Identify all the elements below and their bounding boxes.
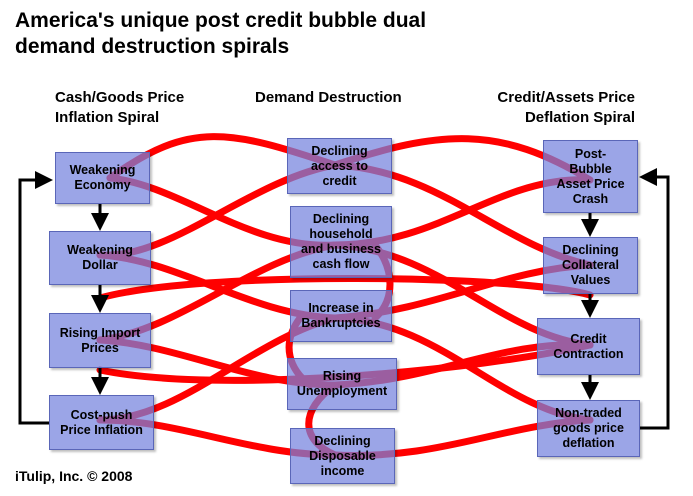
copyright-footer: iTulip, Inc. © 2008 xyxy=(15,468,133,484)
left-heading-line-2: Inflation Spiral xyxy=(55,109,160,126)
left-heading-line-1: Cash/Goods Price xyxy=(55,89,185,106)
left-column-heading: Cash/Goods Price Inflation Spiral xyxy=(55,88,235,128)
spiral-arrows xyxy=(18,168,670,430)
title-line-1: America's unique post credit bubble dual xyxy=(15,9,427,32)
title-line-2: demand destruction spirals xyxy=(15,35,290,58)
right-heading-line-2: Deflation Spiral xyxy=(524,109,635,126)
middle-column-heading: Demand Destruction xyxy=(255,89,402,106)
right-column-heading: Credit/Assets Price Deflation Spiral xyxy=(470,88,635,128)
diagram-title: America's unique post credit bubble dual… xyxy=(15,8,535,60)
right-heading-line-1: Credit/Assets Price xyxy=(497,89,635,106)
arrow-right-loop xyxy=(639,168,670,430)
arrow-left-loop xyxy=(18,171,53,425)
